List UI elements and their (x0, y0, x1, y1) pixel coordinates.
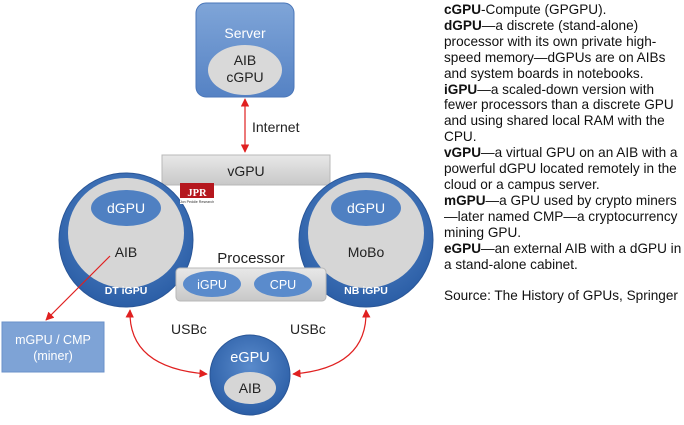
mgpu-box: mGPU / CMP (miner) (1, 321, 105, 373)
egpu-title: eGPU (230, 350, 270, 366)
dt-igpu-badge: DT iGPU (105, 285, 148, 297)
aib-label: AIB (115, 244, 138, 260)
definition-text: —a scaled-down version with fewer proces… (444, 81, 674, 145)
aib-to-mgpu-arrow (45, 255, 111, 321)
usbc-left-label: USBc (171, 321, 207, 337)
definition-vgpu: vGPU—a virtual GPU on an AIB with a powe… (444, 145, 682, 193)
definition-term: iGPU (444, 81, 478, 97)
server-cgpu-label: cGPU (226, 69, 263, 85)
jpr-logo-text: JPR (187, 188, 207, 199)
mobo-label: MoBo (348, 244, 385, 260)
definition-text: -Compute (GPGPU). (481, 2, 607, 17)
gpu-diagram: Server AIB cGPU Internet vGPU dGPU AIB D… (1, 2, 434, 416)
jpr-logo: JPR Jon Peddie Research (180, 183, 214, 204)
mobo-node: dGPU MoBo NB iGPU (298, 172, 434, 308)
egpu-aib-label: AIB (239, 380, 262, 396)
internet-label: Internet (252, 119, 300, 135)
egpu-node: eGPU AIB (209, 334, 291, 416)
definition-term: eGPU (444, 240, 482, 256)
jpr-logo-subtext: Jon Peddie Research (180, 200, 214, 204)
processor-title: Processor (217, 250, 285, 267)
vgpu-bar: vGPU (161, 154, 331, 186)
definition-text: —a discrete (stand-alone) processor with… (444, 17, 666, 81)
definition-cgpu: cGPU-Compute (GPGPU). (444, 2, 682, 18)
usbc-left-arrow (125, 309, 208, 378)
definition-term: mGPU (444, 192, 486, 208)
usbc-right-arrow (292, 309, 371, 378)
definition-term: dGPU (444, 17, 482, 33)
mgpu-line2: (miner) (33, 349, 73, 363)
definition-dgpu: dGPU—a discrete (stand-alone) processor … (444, 18, 682, 82)
nb-igpu-badge: NB iGPU (344, 285, 388, 297)
server-title: Server (224, 25, 266, 41)
definition-term: cGPU (444, 2, 482, 17)
definition-text: —an external AIB with a dGPU in a stand-… (444, 240, 682, 272)
definition-mgpu: mGPU—a GPU used by crypto miners—later n… (444, 193, 682, 241)
server-aib-label: AIB (234, 52, 257, 68)
mobo-dgpu-label: dGPU (347, 200, 385, 216)
source-citation: Source: The History of GPUs, Springer (444, 288, 678, 304)
aib-dgpu-label: dGPU (107, 200, 145, 216)
processor-igpu-label: iGPU (197, 278, 227, 292)
definition-text: —a GPU used by crypto miners—later named… (444, 192, 678, 240)
definition-egpu: eGPU—an external AIB with a dGPU in a st… (444, 241, 682, 273)
vgpu-label: vGPU (227, 163, 264, 179)
definition-term: vGPU (444, 145, 482, 161)
processor-cpu-label: CPU (270, 278, 296, 292)
definition-igpu: iGPU—a scaled-down version with fewer pr… (444, 82, 682, 146)
definition-text: —a virtual GPU on an AIB with a powerful… (444, 145, 678, 192)
mgpu-line1: mGPU / CMP (15, 333, 91, 347)
processor-box: iGPU CPU (175, 267, 327, 302)
usbc-right-label: USBc (290, 321, 326, 337)
server-node: Server AIB cGPU (195, 2, 295, 98)
definitions-panel: cGPU-Compute (GPGPU). dGPU—a discrete (s… (444, 2, 682, 304)
